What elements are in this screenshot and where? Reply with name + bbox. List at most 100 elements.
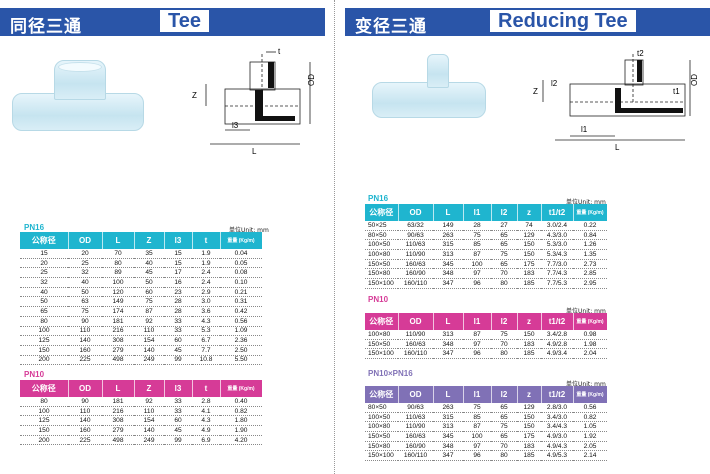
table-cell: 225 <box>68 435 102 446</box>
table-cell: 1.05 <box>573 421 607 433</box>
table-cell: 65 <box>491 259 517 270</box>
table-cell: 100 <box>463 259 491 270</box>
table-cell: 100 <box>463 431 491 442</box>
left-pn16-label: PN16 <box>24 223 45 232</box>
table-cell: 10.8 <box>192 355 220 366</box>
col-header: z <box>517 386 542 403</box>
table-cell: 347 <box>433 348 463 360</box>
table-cell: 5.3/3.0 <box>541 239 573 251</box>
table-cell: 80 <box>20 316 68 327</box>
table-cell: 0.82 <box>220 406 262 417</box>
table-cell: 110/90 <box>398 249 433 260</box>
table-cell: 16 <box>164 277 192 288</box>
table-cell: 200 <box>20 435 68 446</box>
table-cell: 150×80 <box>365 268 398 280</box>
col-header: Z <box>134 232 165 249</box>
table-cell: 74 <box>517 221 541 231</box>
table-header-row: 公称径 OD L l1 l2 z t1/t2 重量 (Kg/m) <box>365 204 608 221</box>
table-cell: 2.04 <box>573 348 607 360</box>
col-header: l1 <box>463 386 492 403</box>
table-cell: 6.7 <box>192 335 220 346</box>
col-header: L <box>102 232 135 249</box>
table-cell: 7.7/3.0 <box>541 259 573 270</box>
col-header: 重量 (Kg/m) <box>220 380 263 397</box>
table-cell: 150 <box>20 425 68 436</box>
table-cell: 7.7/5.3 <box>541 278 573 289</box>
table-cell: 0.98 <box>573 330 607 340</box>
table-cell: 0.21 <box>220 287 262 298</box>
table-cell: 2.8 <box>192 397 220 407</box>
table-cell: 15 <box>164 249 192 259</box>
table-header-row: 公称径 OD L Z l3 t 重量 (Kg/m) <box>20 380 263 397</box>
table-cell: 150 <box>517 239 541 251</box>
table-cell: 4.9/3.4 <box>541 348 573 360</box>
table-cell: 20 <box>68 249 102 259</box>
table-cell: 0.08 <box>220 267 262 279</box>
table-cell: 2.95 <box>573 278 607 289</box>
table-cell: 348 <box>433 268 463 280</box>
table-cell: 25 <box>20 267 68 279</box>
table-cell: 45 <box>164 345 192 356</box>
table-cell: 129 <box>517 230 541 241</box>
table-cell: 100 <box>20 326 68 337</box>
table-cell: 45 <box>134 267 164 279</box>
col-header: L <box>433 313 464 330</box>
tee-drawing: t OD Z l3 L <box>192 47 316 156</box>
table-cell: 216 <box>102 326 134 337</box>
table-cell: 75 <box>134 296 164 308</box>
table-cell: 263 <box>433 230 463 241</box>
table-cell: 100×80 <box>365 330 398 340</box>
table-cell: 2.36 <box>220 335 262 346</box>
table-cell: 4.3 <box>192 316 220 327</box>
table-cell: 2.14 <box>573 450 607 462</box>
col-header: 公称径 <box>20 380 69 397</box>
table-cell: 4.9/4.3 <box>541 441 573 452</box>
table-cell: 85 <box>463 412 491 423</box>
table-cell: 70 <box>102 249 134 259</box>
table-cell: 3.0/2.4 <box>541 221 573 231</box>
table-cell: 60 <box>134 287 164 298</box>
table-cell: 279 <box>102 345 134 356</box>
label-z: Z <box>192 91 197 100</box>
table-cell: 150 <box>517 412 541 423</box>
table-cell: 80×50 <box>365 403 398 413</box>
table-cell: 110/90 <box>398 421 433 433</box>
right-pn10-unit: 单位Unit: mm <box>566 308 606 315</box>
table-cell: 183 <box>517 339 541 350</box>
col-header: l3 <box>164 232 193 249</box>
left-header-bar: 同径三通 Tee <box>0 8 325 37</box>
column-divider <box>334 0 335 474</box>
right-pn16-label: PN16 <box>368 194 389 203</box>
table-cell: 70 <box>491 339 517 350</box>
table-cell: 200 <box>20 355 68 366</box>
table-cell: 27 <box>491 221 517 231</box>
table-cell: 150×50 <box>365 339 398 350</box>
table-cell: 80×50 <box>365 230 398 241</box>
table-cell: 347 <box>433 278 463 289</box>
table-cell: 70 <box>491 441 517 452</box>
table-cell: 3.6 <box>192 306 220 317</box>
table-cell: 249 <box>134 355 164 366</box>
table-cell: 160/110 <box>398 450 433 462</box>
table-cell: 96 <box>463 450 491 462</box>
table-cell: 160 <box>68 345 102 356</box>
table-cell: 263 <box>433 403 463 413</box>
table-cell: 175 <box>517 431 541 442</box>
table-cell: 154 <box>134 415 164 427</box>
table-cell: 60 <box>164 335 192 346</box>
table-cell: 87 <box>463 421 491 433</box>
table-cell: 308 <box>102 335 134 346</box>
col-header: t <box>192 380 221 397</box>
table-cell: 89 <box>102 267 134 279</box>
table-cell: 75 <box>68 306 102 317</box>
table-cell: 345 <box>433 259 463 270</box>
